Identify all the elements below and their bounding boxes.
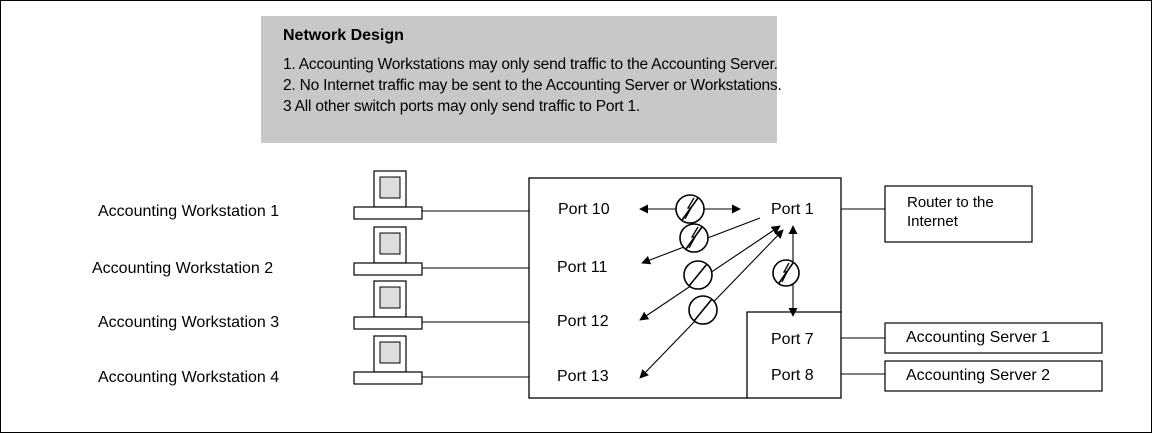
blocked-port10-port1-icon	[675, 194, 705, 224]
router-label-line-2: Internet	[907, 213, 958, 230]
port-7-label: Port 7	[771, 331, 814, 348]
workstation-3-computer-icon	[353, 280, 423, 330]
server-2-label: Accounting Server 2	[906, 367, 1051, 384]
server-2-box	[884, 360, 1103, 392]
note-rule-2: 2. No Internet traffic may be sent to th…	[283, 77, 782, 94]
port-10-label: Port 10	[558, 201, 610, 218]
workstation-label-4: Accounting Workstation 4	[98, 369, 280, 386]
server-1-box	[884, 322, 1103, 354]
workstation-2-computer-icon	[353, 226, 423, 276]
workstation-label-1: Accounting Workstation 1	[98, 203, 280, 220]
port-11-label: Port 11	[557, 259, 608, 276]
workstation-4-computer-icon	[353, 335, 423, 385]
note-title: Network Design	[283, 27, 404, 44]
port-13-label: Port 13	[557, 368, 609, 385]
workstation-label-2: Accounting Workstation 2	[92, 260, 274, 277]
workstation-label-3: Accounting Workstation 3	[98, 314, 280, 331]
port-1-label: Port 1	[771, 201, 814, 218]
network-design-note: Network Design 1. Accounting Workstation…	[261, 16, 782, 143]
note-rule-3: 3 All other switch ports may only send t…	[283, 98, 641, 115]
allowed-port1-port13-icon	[688, 295, 718, 325]
workstation-1-computer-icon	[353, 170, 423, 220]
port-8-label: Port 8	[771, 367, 814, 384]
port-12-label: Port 12	[557, 313, 609, 330]
note-rule-1: 1. Accounting Workstations may only send…	[283, 56, 778, 73]
router-label-line-1: Router to the	[907, 194, 994, 211]
blocked-port1-port11-icon	[679, 223, 709, 253]
blocked-port1-port7-icon	[772, 259, 800, 287]
allowed-port1-port12-icon	[683, 260, 713, 290]
router-box	[884, 185, 1033, 243]
server-1-label: Accounting Server 1	[906, 329, 1051, 346]
